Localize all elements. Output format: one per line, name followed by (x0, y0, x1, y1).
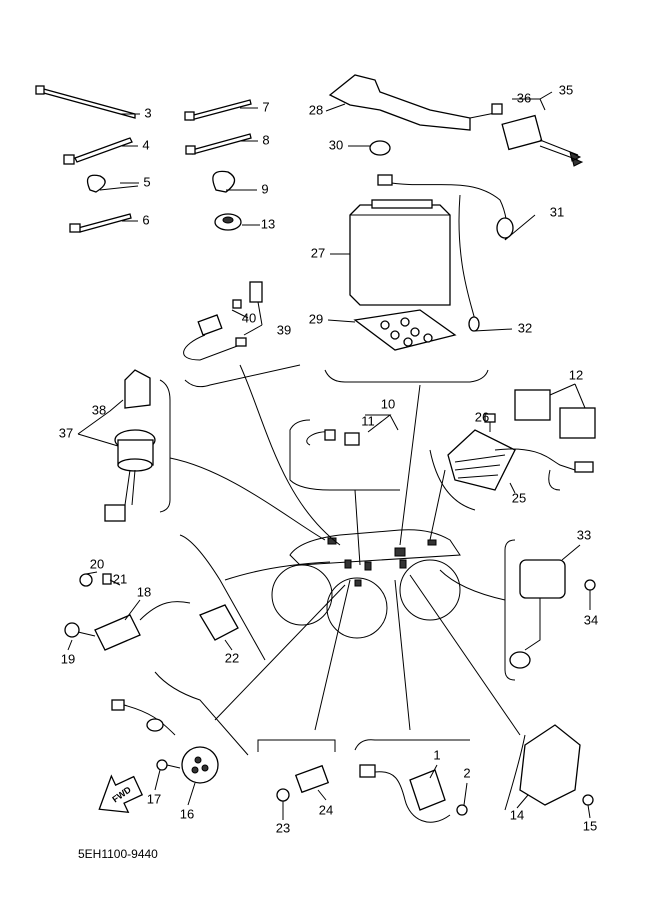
callout-39: 39 (277, 322, 291, 337)
callout-31: 31 (550, 204, 564, 219)
callout-9: 9 (261, 181, 268, 196)
callout-34: 34 (584, 612, 598, 627)
callout-15: 15 (583, 818, 597, 833)
callout-28: 28 (309, 102, 323, 117)
callout-26: 26 (475, 409, 489, 424)
relay-33 (509, 544, 596, 669)
callout-35: 35 (559, 82, 573, 97)
callout-12: 12 (569, 367, 583, 382)
callout-38: 38 (92, 402, 106, 417)
sensor-1 (359, 764, 468, 823)
callout-30: 30 (329, 137, 343, 152)
callout-19: 19 (61, 651, 75, 666)
sensor-16 (111, 699, 219, 806)
battery-27 (330, 174, 536, 332)
callout-2: 2 (463, 765, 470, 780)
callout-25: 25 (512, 490, 526, 505)
callout-6: 6 (142, 212, 149, 227)
callout-13: 13 (261, 216, 275, 231)
main-switch-37 (77, 369, 156, 522)
callout-5: 5 (143, 174, 150, 189)
cable-ties-middle (184, 99, 255, 231)
callout-33: 33 (577, 527, 591, 542)
callout-4: 4 (142, 137, 149, 152)
rectifier-25 (447, 413, 594, 494)
callout-36: 36 (517, 90, 531, 105)
battery-pad-29 (327, 309, 457, 351)
leaders-left (120, 107, 260, 226)
callout-10: 10 (381, 396, 395, 411)
frame-center (271, 529, 461, 639)
callout-29: 29 (309, 311, 323, 326)
callout-21: 21 (113, 571, 127, 586)
callout-23: 23 (276, 820, 290, 835)
callout-24: 24 (319, 802, 333, 817)
callout-11: 11 (361, 413, 375, 428)
callout-32: 32 (518, 320, 532, 335)
callout-40: 40 (242, 310, 256, 325)
switch-24 (276, 764, 330, 820)
leader-lines (169, 364, 521, 736)
callout-22: 22 (225, 650, 239, 665)
callout-1: 1 (433, 747, 440, 762)
starter-relay-18 (64, 571, 239, 651)
callout-20: 20 (90, 556, 104, 571)
callout-8: 8 (262, 132, 269, 147)
callout-27: 27 (311, 245, 325, 260)
relay-12 (514, 383, 596, 439)
callout-labels: 1 2 3 4 5 6 7 8 9 10 11 12 13 14 15 16 1… (59, 82, 598, 835)
group-brackets (154, 364, 526, 811)
bracket-28 (325, 74, 501, 156)
callout-17: 17 (147, 791, 161, 806)
relay-10 (306, 414, 399, 446)
callout-3: 3 (144, 105, 151, 120)
sensor-39 (183, 281, 263, 361)
unit-14 (516, 724, 594, 819)
callout-16: 16 (180, 806, 194, 821)
relay-35 (491, 91, 584, 167)
fwd-arrow: FWD (98, 774, 144, 814)
callout-37: 37 (59, 425, 73, 440)
callout-14: 14 (510, 807, 524, 822)
callout-18: 18 (137, 584, 151, 599)
diagram-code: 5EH1100-9440 (78, 847, 158, 861)
cable-ties-left (35, 85, 139, 233)
callout-7: 7 (262, 99, 269, 114)
